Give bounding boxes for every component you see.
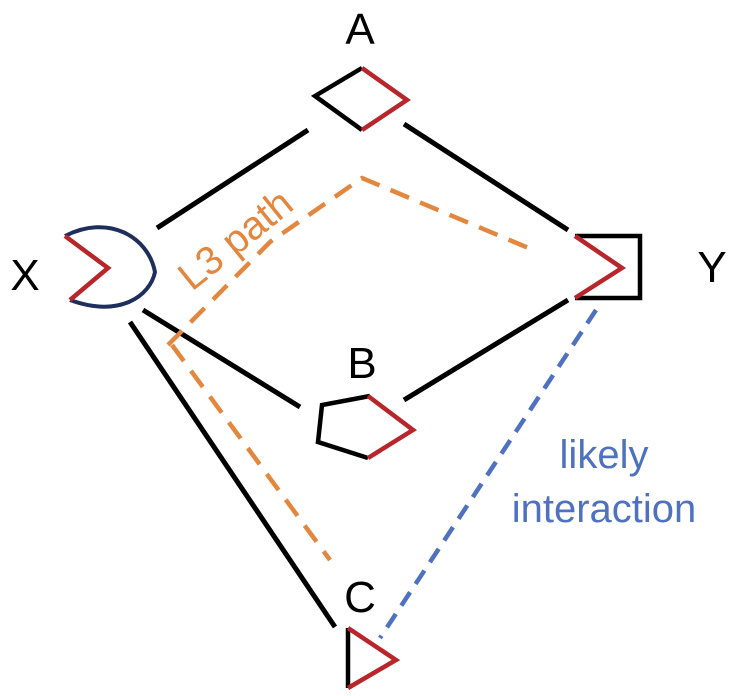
node-label-b: B <box>347 339 376 388</box>
interaction-edges <box>127 121 570 629</box>
node-y-notched-square-icon <box>573 233 643 301</box>
node-label-c: C <box>344 573 376 622</box>
likely-interaction-label-line2: interaction <box>512 487 697 531</box>
node-label-a: A <box>345 5 375 54</box>
edge-x-c <box>127 320 338 629</box>
likely-interaction-label-line1: likely <box>560 433 649 477</box>
node-c-triangle-icon <box>345 626 401 690</box>
node-a-diamond-icon <box>310 66 411 132</box>
edge-x-a <box>155 127 310 231</box>
l3-path-dashed-line-lower <box>170 343 332 562</box>
node-b-hexagon-icon <box>315 393 417 461</box>
node-x-pacman-icon <box>63 225 158 309</box>
edge-b-y <box>402 297 570 403</box>
l3-path-dashed-line <box>166 175 539 347</box>
l3-path-label: L3 path <box>170 181 301 299</box>
likely-interaction-dashed-line <box>378 308 598 640</box>
node-label-x: X <box>10 251 39 300</box>
edge-a-y <box>402 121 570 233</box>
edge-x-b <box>141 307 302 410</box>
node-label-y: Y <box>697 243 726 292</box>
